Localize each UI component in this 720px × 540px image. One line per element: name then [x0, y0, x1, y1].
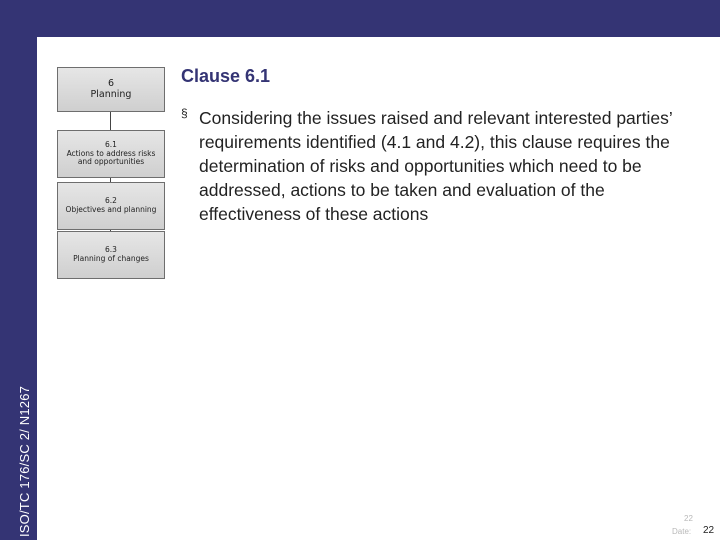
- clause-6-3-box: 6.3 Planning of changes: [57, 231, 165, 279]
- header-bar: [0, 0, 720, 37]
- clause-6-2-label: 6.2 Objectives and planning: [65, 196, 157, 214]
- clause-6-2-box: 6.2 Objectives and planning: [57, 182, 165, 230]
- page-number: 22: [703, 525, 715, 536]
- clause-6-1-box: 6.1 Actions to address risks and opportu…: [57, 130, 165, 178]
- slide-title: Clause 6.1: [181, 66, 271, 86]
- clause-6-3-label: 6.3 Planning of changes: [73, 245, 149, 263]
- planning-box-label: 6 Planning: [90, 77, 132, 100]
- page-number-faint: 22: [684, 514, 693, 523]
- date-label: Date:: [672, 527, 692, 536]
- document-reference: ISO/TC 176/SC 2/ N1267: [17, 385, 32, 537]
- bullet-text: Considering the issues raised and releva…: [199, 108, 673, 224]
- clause-6-1-label: 6.1 Actions to address risks and opportu…: [66, 140, 156, 167]
- side-bar: ISO/TC 176/SC 2/ N1267: [0, 0, 37, 540]
- bullet-icon: §: [181, 106, 188, 120]
- planning-box: 6 Planning: [57, 67, 165, 112]
